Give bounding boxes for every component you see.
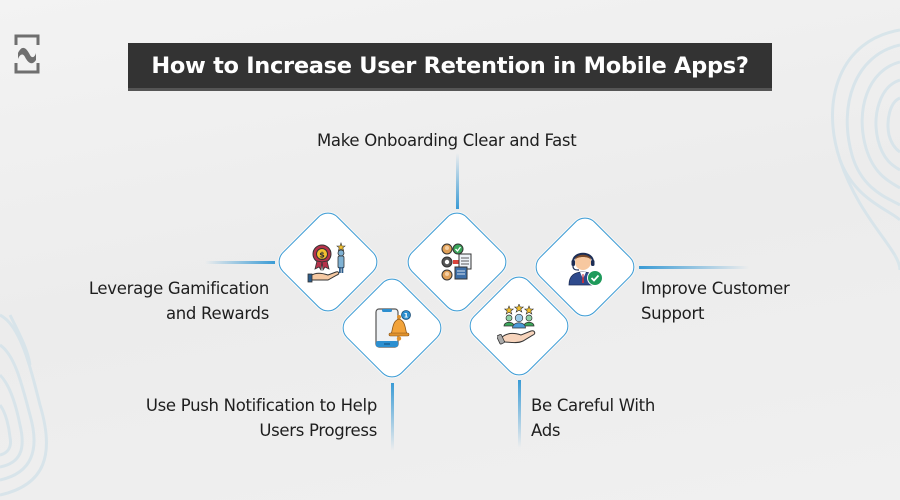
svg-text:$: $ bbox=[319, 251, 325, 260]
connector-ads bbox=[518, 380, 521, 448]
reward-badge-hand-icon: $ bbox=[304, 238, 352, 286]
rated-users-hand-icon bbox=[495, 302, 543, 350]
title-banner: How to Increase User Retention in Mobile… bbox=[128, 43, 772, 91]
connector-gamification bbox=[205, 261, 275, 264]
contour-decoration-left bbox=[0, 313, 48, 497]
step-label-onboarding: Make Onboarding Clear and Fast bbox=[317, 131, 577, 150]
page-title: How to Increase User Retention in Mobile… bbox=[151, 52, 749, 79]
connector-push bbox=[391, 383, 394, 451]
onboarding-team-gear-document-icon bbox=[433, 238, 481, 286]
phone-bell-notification-icon: 1 bbox=[368, 304, 416, 352]
svg-text:1: 1 bbox=[404, 312, 409, 320]
step-label-support: Improve Customer Support bbox=[641, 279, 790, 323]
connector-support bbox=[639, 266, 749, 269]
step-label-gamification: Leverage Gamification and Rewards bbox=[88, 279, 269, 323]
contour-decoration-right bbox=[831, 28, 900, 271]
customer-support-agent-check-icon bbox=[561, 243, 609, 291]
step-label-ads: Be Careful With Ads bbox=[531, 396, 655, 440]
connector-onboarding bbox=[456, 153, 459, 209]
brand-n-logo-icon bbox=[14, 34, 40, 74]
step-label-push: Use Push Notification to Help Users Prog… bbox=[145, 396, 377, 440]
